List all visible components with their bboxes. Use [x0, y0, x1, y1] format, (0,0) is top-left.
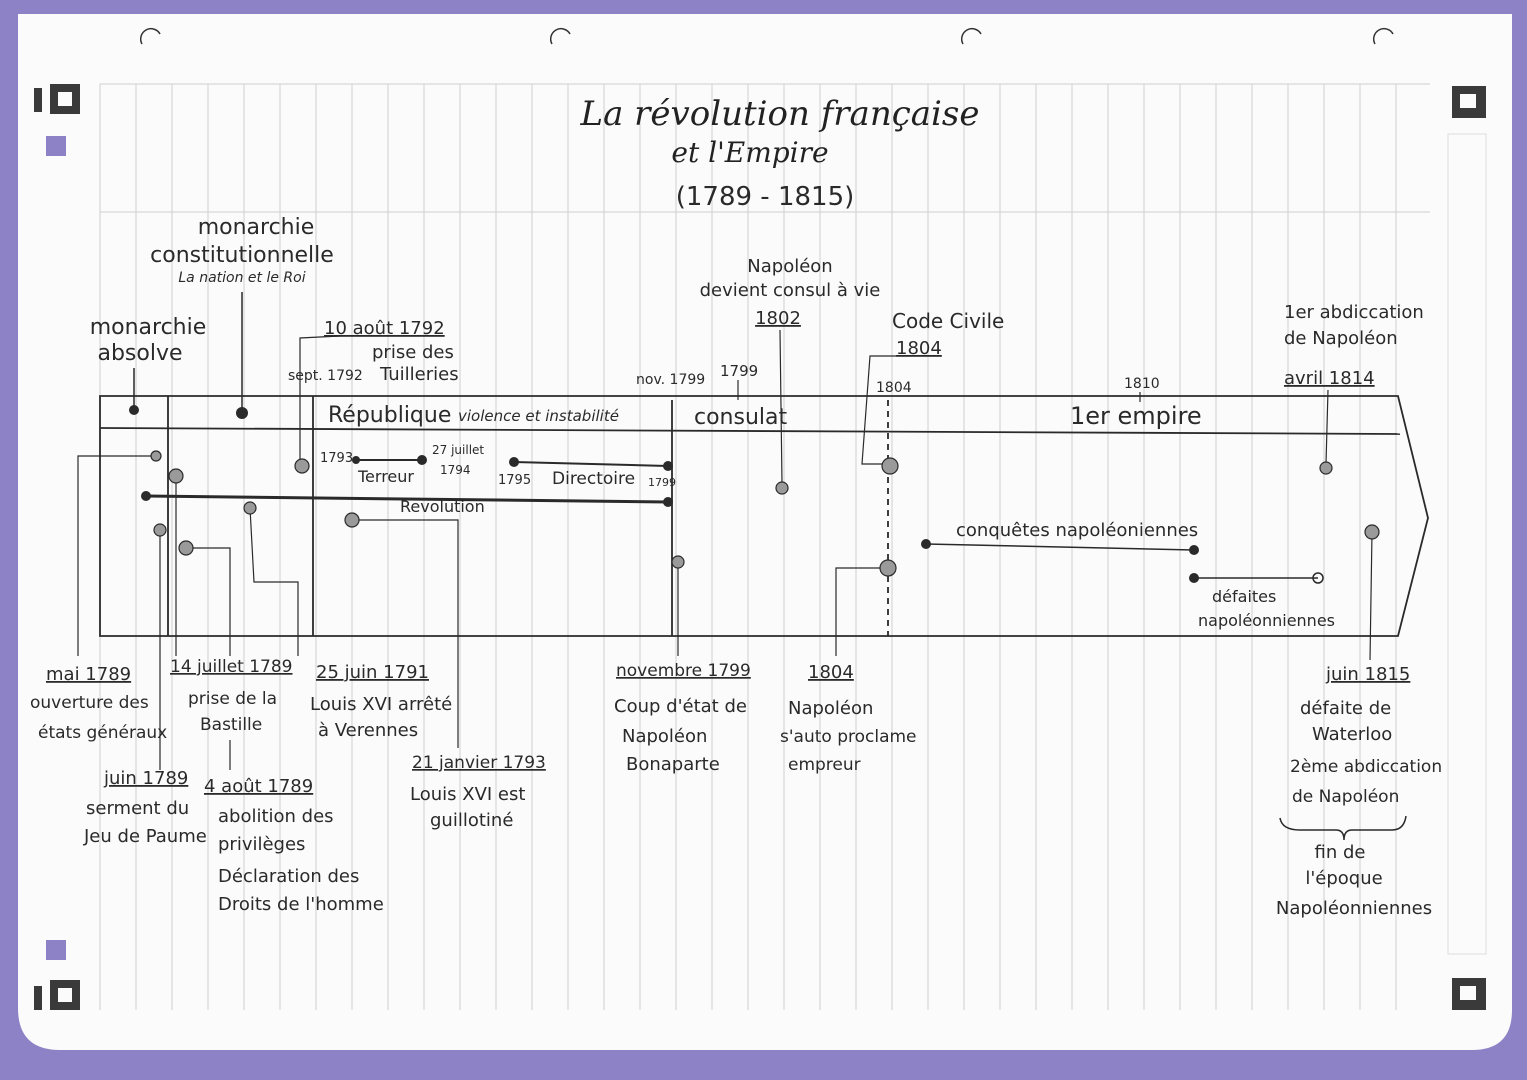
abdic1814-text-1: 1er abdiccation — [1284, 302, 1424, 323]
events-bottom: mai 1789 ouverture des états généraux ju… — [30, 657, 1442, 919]
dot-constitutional — [236, 407, 248, 419]
juin1789-text-2: Jeu de Paume — [83, 826, 207, 847]
label-sept1792: sept. 1792 — [288, 368, 363, 384]
jan1793-date: 21 janvier 1793 — [412, 753, 546, 773]
period-republic: République — [328, 403, 451, 428]
emp1804-text-2: s'auto proclame — [780, 727, 917, 747]
jan1793-text-1: Louis XVI est — [410, 784, 525, 805]
nov1799-text-2: Napoléon — [622, 726, 707, 747]
aout1792-date: 10 août 1792 — [324, 318, 445, 339]
paper — [18, 14, 1512, 1050]
fin-2: l'époque — [1305, 868, 1382, 889]
connector-dots — [150, 450, 1380, 577]
terreur-end-2: 1794 — [440, 463, 471, 477]
mai1789-text-1: ouverture des — [30, 693, 149, 713]
directoire-label: Directoire — [552, 469, 635, 489]
label-1804: 1804 — [876, 380, 912, 396]
period-absolute-1: monarchie — [90, 315, 207, 340]
abdic1814-text-2: de Napoléon — [1284, 328, 1398, 349]
period-empire: 1er empire — [1070, 402, 1202, 430]
juil1789-text-2: Bastille — [200, 715, 262, 735]
period-consulat: consulat — [694, 405, 787, 430]
juin1815-text-3: 2ème abdiccation — [1290, 757, 1442, 777]
period-absolute-2: absolve — [97, 341, 182, 366]
period-constitutional-2: constitutionnelle — [150, 243, 334, 268]
label-1799: 1799 — [720, 362, 758, 380]
brace — [1279, 815, 1407, 841]
directoire-end: 1799 — [648, 476, 676, 489]
aout1789-text-2: privilèges — [218, 834, 305, 855]
code1804-text: Code Civile — [892, 309, 1004, 333]
title-line-1: La révolution française — [580, 94, 980, 134]
consul1802-text-1: Napoléon — [747, 256, 832, 277]
revolution-label: Revolution — [400, 497, 485, 516]
aout1789-text-3: Déclaration des — [218, 866, 359, 887]
emp1804-text-1: Napoléon — [788, 698, 873, 719]
nov1799-text-1: Coup d'état de — [614, 696, 747, 717]
nov1799-date: novembre 1799 — [616, 661, 751, 681]
emp1804-text-3: empreur — [788, 755, 861, 775]
juin1789-text-1: serment du — [86, 798, 189, 819]
aout1789-date: 4 août 1789 — [204, 776, 313, 797]
juin1791-text-2: à Verennes — [318, 720, 418, 741]
terreur-start: 1793 — [320, 451, 353, 466]
aout1792-text-2: Tuilleries — [379, 364, 459, 385]
corner-markers — [34, 84, 1486, 1010]
jan1793-text-2: guillotiné — [430, 810, 513, 831]
mai1789-text-2: états généraux — [38, 723, 167, 743]
fin-1: fin de — [1315, 842, 1366, 863]
period-republic-sub: violence et instabilité — [458, 407, 619, 425]
dot-absolute — [129, 405, 139, 415]
terreur-label: Terreur — [357, 467, 414, 486]
consul1802-date: 1802 — [755, 308, 801, 329]
terreur-end-1: 27 juillet — [432, 443, 484, 457]
aout1792-text-1: prise des — [372, 342, 454, 363]
grid-lines — [99, 83, 1487, 1010]
consul1802-text-2: devient consul à vie — [700, 280, 881, 301]
punch-holes — [139, 28, 1394, 45]
juin1791-text-1: Louis XVI arrêté — [310, 694, 452, 715]
aout1789-text-4: Droits de l'homme — [218, 894, 384, 915]
period-constitutional-sub: La nation et le Roi — [178, 270, 305, 286]
mai1789-date: mai 1789 — [46, 664, 131, 685]
title-line-2: et l'Empire — [671, 136, 828, 169]
directoire-start: 1795 — [498, 473, 531, 488]
inner-periods: 1793 Terreur 27 juillet 1794 1795 Direct… — [141, 443, 1335, 630]
juin1791-date: 25 juin 1791 — [316, 662, 429, 683]
defaites-1: défaites — [1212, 587, 1276, 606]
juin1789-date: juin 1789 — [103, 768, 188, 789]
nov1799-text-3: Bonaparte — [626, 754, 720, 775]
connectors — [77, 455, 1373, 770]
title-line-3: (1789 - 1815) — [676, 182, 855, 212]
label-1810: 1810 — [1124, 376, 1160, 392]
code1804-date: 1804 — [896, 338, 942, 359]
juin1815-date: juin 1815 — [1325, 664, 1410, 685]
abdic1814-date: avril 1814 — [1284, 368, 1375, 389]
period-constitutional-1: monarchie — [198, 215, 315, 240]
title: La révolution française et l'Empire (178… — [580, 94, 980, 212]
emp1804-date: 1804 — [808, 662, 854, 683]
defaites-2: napoléonniennes — [1198, 611, 1335, 630]
fin-3: Napoléonniennes — [1276, 898, 1432, 919]
juil1789-text-1: prise de la — [188, 689, 277, 709]
juin1815-text-1: défaite de — [1300, 698, 1391, 719]
band-labels: sept. 1792 nov. 1799 1799 1804 1810 — [288, 362, 1160, 402]
label-nov1799: nov. 1799 — [636, 372, 705, 388]
juin1815-text-4: de Napoléon — [1292, 787, 1399, 807]
juin1815-text-2: Waterloo — [1312, 724, 1392, 745]
aout1789-text-1: abolition des — [218, 806, 334, 827]
juil1789-date: 14 juillet 1789 — [170, 657, 293, 677]
period-labels: monarchie absolve monarchie constitution… — [90, 215, 1202, 430]
timeline-band — [99, 395, 1429, 637]
events-top: 10 août 1792 prise des Tuilleries Napolé… — [294, 256, 1424, 495]
conquetes-label: conquêtes napoléoniennes — [956, 520, 1198, 541]
